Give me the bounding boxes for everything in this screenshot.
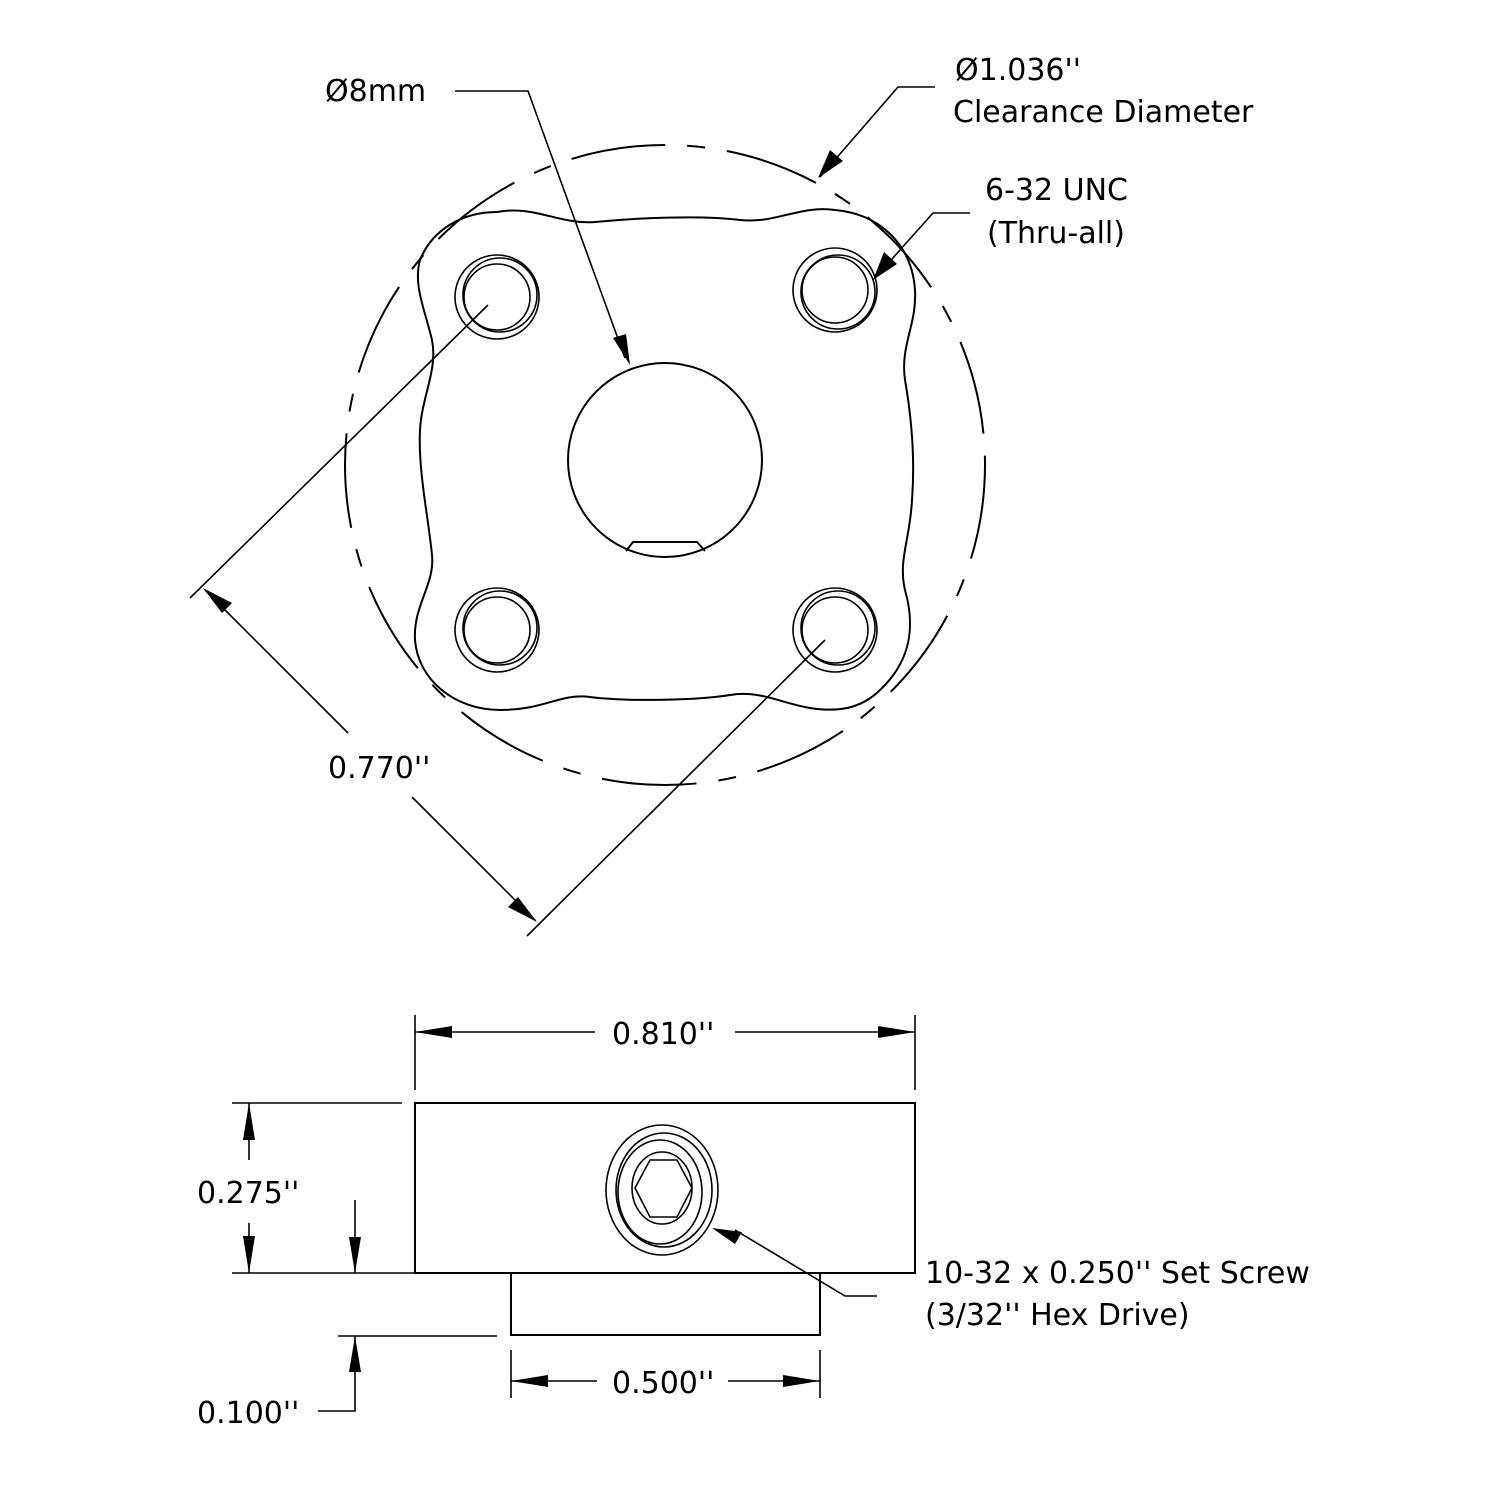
set-screw-drive: (3/32'' Hex Drive) (925, 1298, 1190, 1333)
mounting-hole-top-left (454, 254, 540, 340)
front-view: Ø8mm Ø1.036'' Clearance Diameter 6-32 UN… (189, 53, 1254, 937)
center-bore (567, 362, 763, 558)
hole-thread-note: (Thru-all) (987, 216, 1125, 251)
boss-width-dimension (510, 1350, 821, 1398)
clearance-diameter-value: Ø1.036'' (955, 53, 1081, 88)
width-label: 0.810'' (612, 1017, 714, 1052)
hole-thread-leader (873, 212, 970, 280)
bore-leader (455, 90, 630, 365)
set-screw-spec: 10-32 x 0.250'' Set Screw (925, 1256, 1310, 1291)
side-view: 10-32 x 0.250'' Set Screw (3/32'' Hex Dr… (197, 1015, 1310, 1431)
set-screw-hole (605, 1124, 719, 1256)
bolt-spacing-dimension (189, 304, 826, 937)
mounting-hole-top-right (792, 247, 878, 333)
bolt-spacing-label: 0.770'' (328, 751, 430, 786)
boss-height-dimension (318, 1200, 497, 1412)
set-screw-leader (712, 1228, 877, 1297)
mounting-hole-bottom-left (454, 587, 540, 673)
height-label: 0.275'' (197, 1176, 299, 1211)
boss-height-label: 0.100'' (197, 1396, 299, 1431)
hole-thread-spec: 6-32 UNC (985, 173, 1128, 208)
hub-boss (510, 1273, 821, 1336)
clearance-circle (344, 144, 986, 786)
bore-diameter-label: Ø8mm (325, 74, 426, 109)
clearance-diameter-caption: Clearance Diameter (953, 95, 1254, 130)
mounting-hole-bottom-right (792, 587, 878, 673)
clearance-leader (818, 86, 935, 178)
width-dimension (414, 1015, 916, 1090)
boss-width-label: 0.500'' (612, 1366, 714, 1401)
hub-body (414, 1102, 916, 1274)
hub-outline (413, 208, 917, 712)
height-dimension (232, 1102, 415, 1274)
